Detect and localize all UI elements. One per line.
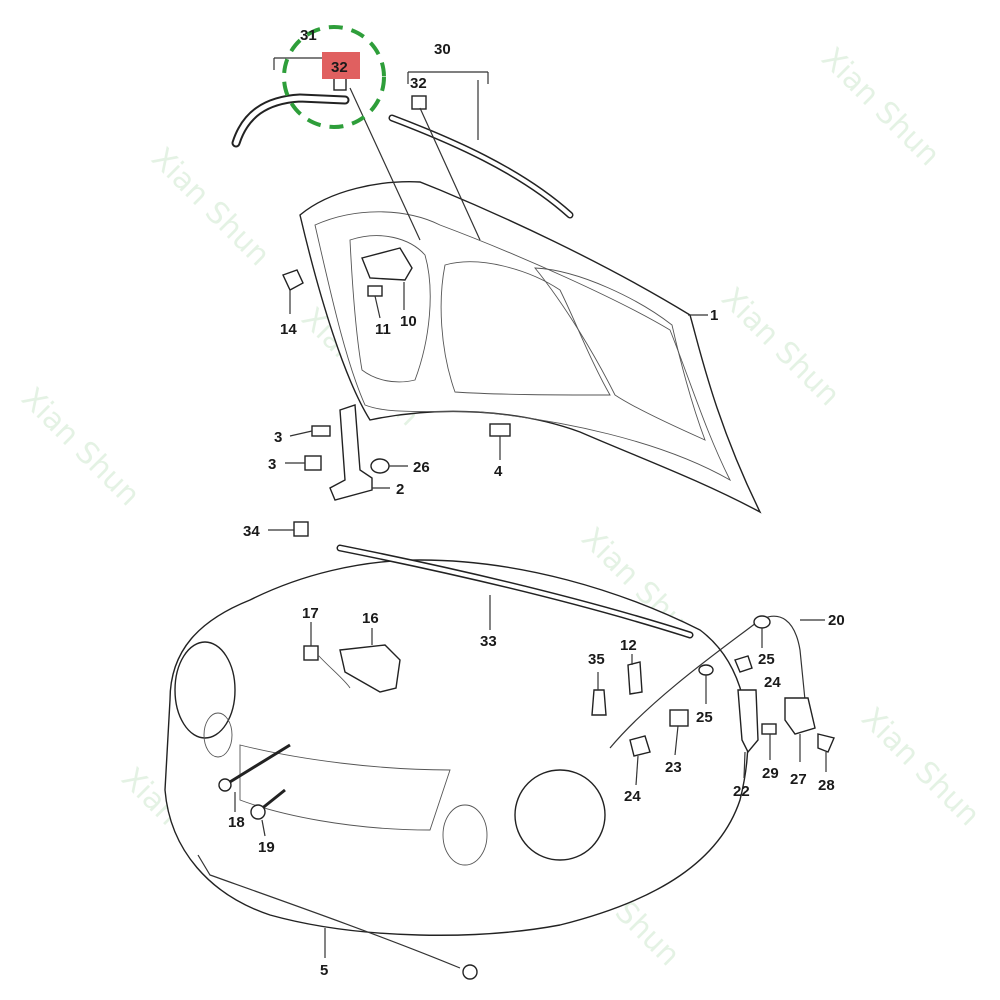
- bracket-screw: [761, 723, 777, 735]
- callout-29: 29: [762, 765, 779, 782]
- rubber-buffer: [282, 269, 304, 291]
- cable-clip: [734, 655, 753, 673]
- callout-3-upper: 3: [274, 429, 282, 446]
- bolt-part: [367, 285, 383, 297]
- screw-part: [259, 788, 286, 812]
- callout-labels: 31 32 30 32 1 14 11 10 3 3 26 2 4 34 17 …: [228, 27, 845, 979]
- cover-cap: [370, 458, 390, 474]
- watermark-text: Xian Shun: [144, 141, 276, 273]
- hood-hinge: [329, 404, 373, 501]
- highlight-box: [322, 52, 360, 79]
- hinge-bolt: [304, 455, 322, 471]
- callout-3-lower: 3: [268, 456, 276, 473]
- callout-35: 35: [588, 651, 605, 668]
- callout-26: 26: [413, 459, 430, 476]
- callout-20: 20: [828, 612, 845, 629]
- callout-32: 32: [410, 75, 427, 92]
- callout-30: 30: [434, 41, 451, 58]
- rubber-stop-35: [591, 689, 607, 716]
- watermark-text: Xian Shun: [854, 701, 986, 833]
- callout-25-lower: 25: [696, 709, 713, 726]
- clip-part: [411, 95, 427, 110]
- contact-switch: [303, 645, 319, 661]
- callout-28: 28: [818, 777, 835, 794]
- hood-panel: [299, 181, 762, 514]
- release-rod: [197, 854, 461, 969]
- callout-22: 22: [733, 783, 750, 800]
- headlight-left: [174, 641, 236, 739]
- callout-2: 2: [396, 481, 404, 498]
- callout-31: 31: [300, 27, 317, 44]
- hood-cutout-right: [534, 267, 706, 441]
- clip-part: [333, 77, 347, 91]
- hood-lock: [339, 644, 401, 693]
- callout-12: 12: [620, 637, 637, 654]
- watermark-text: Xian Shun: [14, 381, 146, 513]
- callout-16: 16: [362, 610, 379, 627]
- watermark-text: Xian Shun: [814, 41, 946, 173]
- hinge-bolt: [311, 425, 331, 437]
- callout-1: 1: [710, 307, 718, 324]
- cable-grommet: [753, 615, 771, 629]
- rod-end: [462, 964, 478, 980]
- callout-24-upper: 24: [764, 674, 781, 691]
- support-bracket: [627, 661, 643, 695]
- callout-18: 18: [228, 814, 245, 831]
- lever-bracket: [784, 697, 816, 735]
- headlight-right: [514, 769, 606, 861]
- callout-25-upper: 25: [758, 651, 775, 668]
- hood-inner-frame: [314, 211, 732, 482]
- callout-34: 34: [243, 523, 260, 540]
- screw-part: [224, 743, 291, 787]
- cable-end: [817, 733, 835, 753]
- hood-cutout-left: [349, 235, 431, 383]
- callout-27: 27: [790, 771, 807, 788]
- cable-grommet: [698, 664, 714, 676]
- clip-holder: [669, 709, 689, 727]
- callout-11: 11: [375, 321, 391, 338]
- hood-cutout-center: [440, 261, 611, 396]
- callout-19: 19: [258, 839, 275, 856]
- hood-lock-bracket: [361, 247, 413, 281]
- callout-32-highlighted: 32: [331, 59, 348, 76]
- cable-clip: [629, 735, 651, 757]
- callout-5: 5: [320, 962, 328, 979]
- callout-24-lower: 24: [624, 788, 641, 805]
- callout-10: 10: [400, 313, 417, 330]
- rubber-stop: [489, 423, 511, 437]
- grille: [239, 744, 451, 831]
- headlight-left-inner: [203, 712, 233, 758]
- clip-stop: [293, 521, 309, 537]
- callout-4: 4: [494, 463, 503, 480]
- release-lever: [737, 689, 759, 754]
- highlight-ring: [282, 25, 386, 129]
- headlight-right-inner: [442, 804, 488, 866]
- callout-17: 17: [302, 605, 319, 622]
- release-cable: [609, 615, 806, 749]
- watermark-text: Xian Shun: [714, 281, 846, 413]
- callout-23: 23: [665, 759, 682, 776]
- callout-14: 14: [280, 321, 297, 338]
- callout-33: 33: [480, 633, 497, 650]
